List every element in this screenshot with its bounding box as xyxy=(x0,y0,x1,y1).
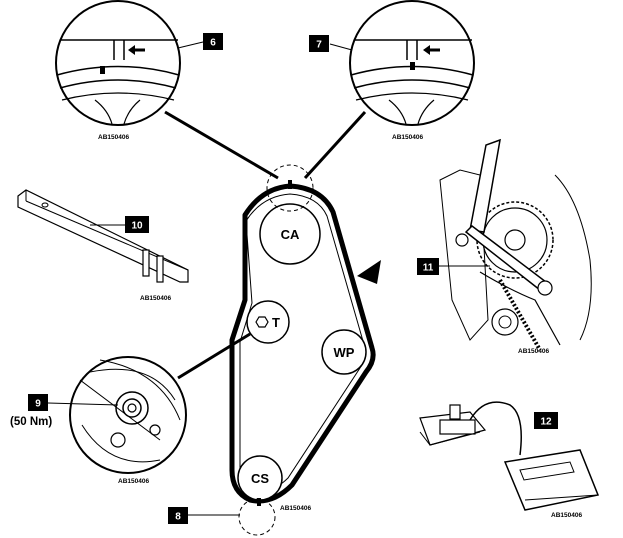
tool-11-illustration: AB150406 xyxy=(439,138,592,355)
torque-value: (50 Nm) xyxy=(10,416,52,428)
detail-7-magnifier: AB150406 xyxy=(349,0,475,141)
callout-11: 11 xyxy=(417,258,490,275)
callout-7-label: 7 xyxy=(316,40,322,51)
rotation-direction-arrow-icon xyxy=(357,260,381,284)
callout-12-label: 12 xyxy=(540,417,552,428)
tensioner-pulley: T xyxy=(246,300,290,344)
locking-tool-10: AB150406 xyxy=(17,189,189,302)
leader-9 xyxy=(177,332,251,380)
detail-6-caption: AB150406 xyxy=(98,134,129,141)
callout-6: 6 xyxy=(177,33,223,50)
tool-11-caption: AB150406 xyxy=(518,348,549,355)
leader-7 xyxy=(303,110,367,180)
callout-12: 12 xyxy=(534,412,558,429)
water-pump-pulley: WP xyxy=(321,329,367,375)
callout-7: 7 xyxy=(309,35,353,52)
crankshaft-mark-zone xyxy=(238,498,276,536)
main-diagram-caption: AB150406 xyxy=(280,505,311,512)
camshaft-timing-mark xyxy=(288,180,292,189)
callout-6-label: 6 xyxy=(210,38,216,49)
hexagon-bolt-icon xyxy=(255,316,269,328)
crankshaft-pulley: CS xyxy=(237,455,283,506)
camshaft-mark-zone xyxy=(266,164,314,212)
tensioner-detail-caption: AB150406 xyxy=(118,478,149,485)
callout-8-label: 8 xyxy=(175,512,181,523)
detail-9-magnifier: AB150406 xyxy=(69,356,187,485)
tensioner-pulley-label: T xyxy=(272,315,280,330)
leader-6 xyxy=(164,110,279,180)
detail-6-magnifier: AB150406 xyxy=(55,0,181,141)
camshaft-pulley: CA xyxy=(259,180,321,265)
detail-7-caption: AB150406 xyxy=(392,134,423,141)
callout-9-label: 9 xyxy=(35,399,41,410)
water-pump-pulley-label: WP xyxy=(334,345,355,360)
tool-10-caption: AB150406 xyxy=(140,295,171,302)
callout-10: 10 xyxy=(125,216,149,233)
callout-8: 8 xyxy=(168,507,240,524)
crankshaft-pulley-label: CS xyxy=(251,471,269,486)
crankshaft-timing-mark xyxy=(257,498,261,506)
callout-9: 9 (50 Nm) xyxy=(10,394,119,428)
callout-10-label: 10 xyxy=(131,221,143,232)
tool-12-caption: AB150406 xyxy=(551,512,582,519)
camshaft-pulley-label: CA xyxy=(281,227,300,242)
tension-meter-tool-12: AB150406 xyxy=(419,401,600,519)
callout-11-label: 11 xyxy=(423,263,434,274)
